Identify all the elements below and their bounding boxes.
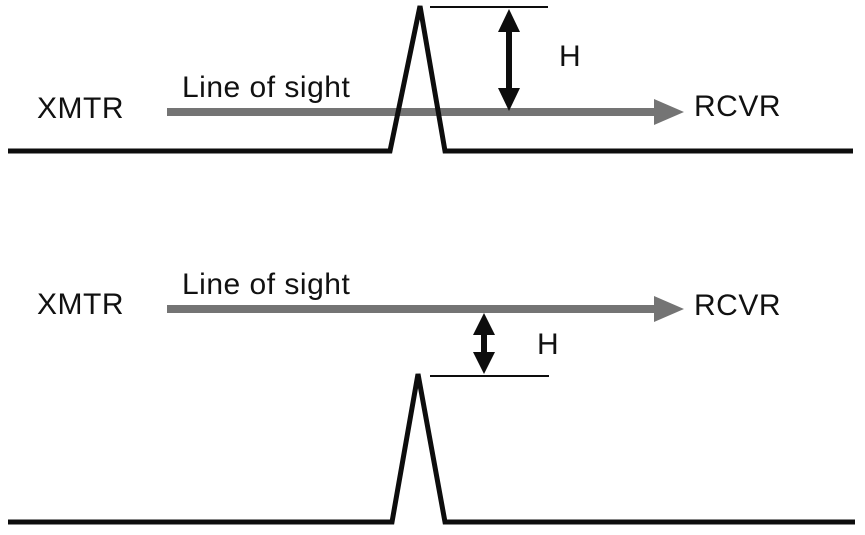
receiver-label: RCVR <box>694 289 782 322</box>
terrain-profile <box>8 373 855 525</box>
top-diagram <box>8 5 853 154</box>
terrain-profile <box>8 5 853 154</box>
line-of-sight-label: Line of sight <box>182 71 351 104</box>
height-label: H <box>559 40 582 73</box>
line-of-sight-arrowhead-icon <box>654 296 684 322</box>
receiver-label: RCVR <box>694 90 782 123</box>
height-label: H <box>537 328 560 361</box>
transmitter-label: XMTR <box>37 288 124 321</box>
bottom-diagram <box>8 296 855 525</box>
height-double-arrow-icon <box>473 313 495 374</box>
height-double-arrow-icon <box>498 9 520 111</box>
line-of-sight-arrowhead-icon <box>654 99 684 125</box>
line-of-sight-label: Line of sight <box>182 268 351 301</box>
transmitter-label: XMTR <box>37 92 124 125</box>
